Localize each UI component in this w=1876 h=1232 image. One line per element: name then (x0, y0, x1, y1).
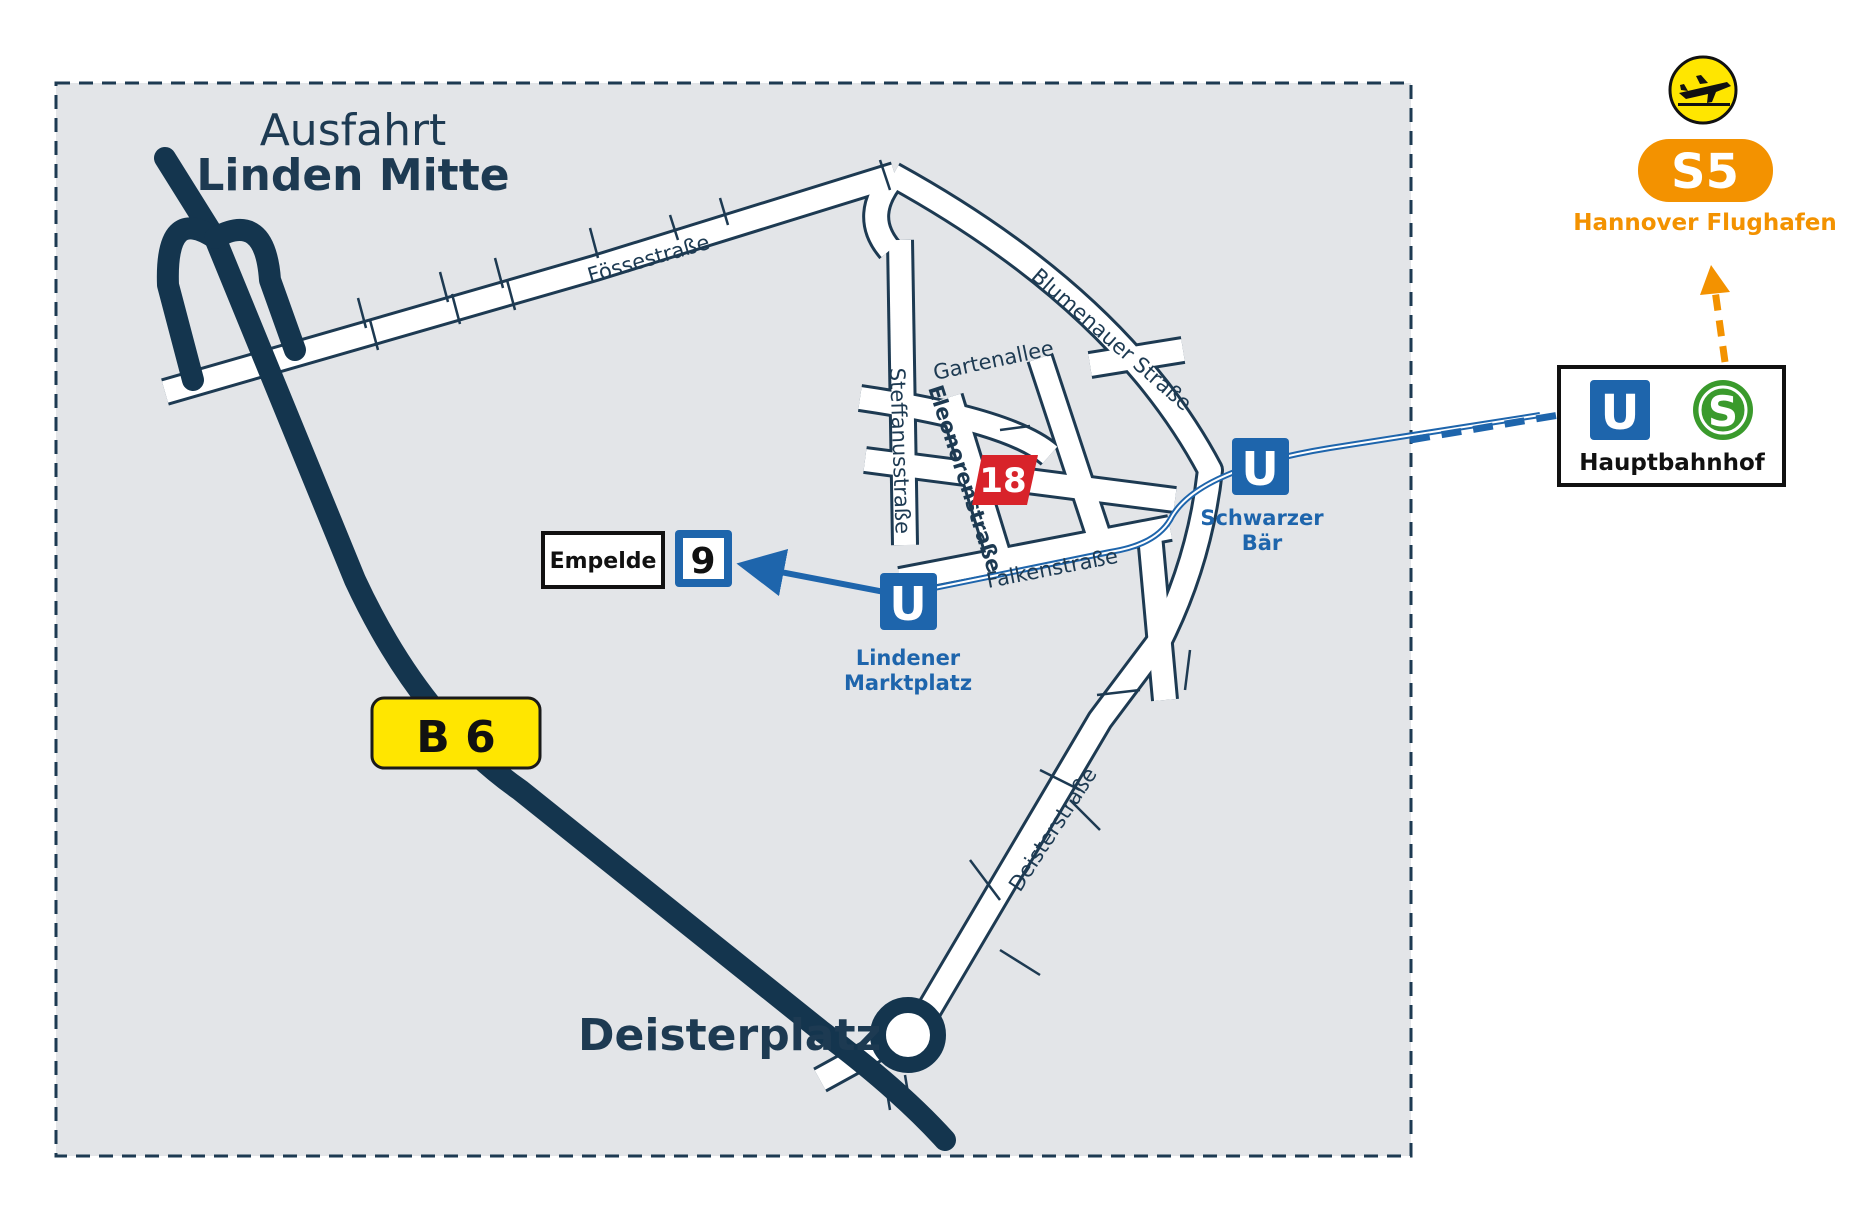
stop-schwarzer-baer[interactable]: U Schwarzer Bär (1200, 438, 1324, 555)
destination-building[interactable]: 18 (972, 455, 1038, 505)
b6-label: B 6 (416, 712, 495, 763)
exit-label-line2: Linden Mitte (196, 150, 509, 201)
street-steffanusstrasse: Steffanusstraße (885, 367, 915, 534)
s5-label: S5 (1671, 144, 1739, 200)
deisterplatz-roundabout (870, 997, 946, 1073)
empelde-label: Empelde (550, 549, 657, 574)
stop-lindener-label-1: Lindener (856, 646, 961, 670)
s-bahn-glyph: S (1708, 387, 1738, 436)
u-bahn-icon (1590, 380, 1650, 440)
u-bahn-glyph: U (1601, 385, 1640, 441)
airport-label: Hannover Flughafen (1573, 210, 1837, 236)
u-bahn-glyph: U (1241, 442, 1278, 496)
line-9-number: 9 (690, 541, 715, 582)
road-network (161, 159, 1224, 1111)
stop-schwarzer-label-1: Schwarzer (1200, 506, 1324, 530)
b6-highway (154, 147, 956, 1151)
deisterplatz-label: Deisterplatz (578, 1010, 881, 1061)
building-number: 18 (979, 461, 1026, 501)
airport-connection (1711, 289, 1729, 363)
hauptbahnhof-box[interactable]: U S Hauptbahnhof (1557, 365, 1786, 487)
airplane-glyph (1678, 75, 1731, 106)
hauptbahnhof-connection (1409, 410, 1566, 444)
u-bahn-icon (880, 573, 937, 630)
exit-label-line1: Ausfahrt (260, 105, 447, 156)
airport-info[interactable]: S5 Hannover Flughafen (1573, 55, 1837, 236)
u-bahn-icon (1232, 438, 1289, 495)
airport-arrow (1700, 265, 1730, 295)
s-bahn-icon (1693, 380, 1753, 440)
s5-badge (1638, 139, 1773, 202)
b6-sign: B 6 (370, 696, 542, 770)
stop-schwarzer-label-2: Bär (1242, 531, 1283, 555)
hauptbahnhof-label: Hauptbahnhof (1579, 450, 1766, 476)
line-9-badge: 9 (675, 530, 732, 587)
stop-lindener-marktplatz[interactable]: U Lindener Marktplatz (844, 573, 972, 695)
map-area (54, 81, 1413, 1158)
empelde-sign: Empelde (541, 531, 665, 589)
stop-lindener-label-2: Marktplatz (844, 671, 972, 695)
u-bahn-glyph: U (889, 577, 926, 631)
